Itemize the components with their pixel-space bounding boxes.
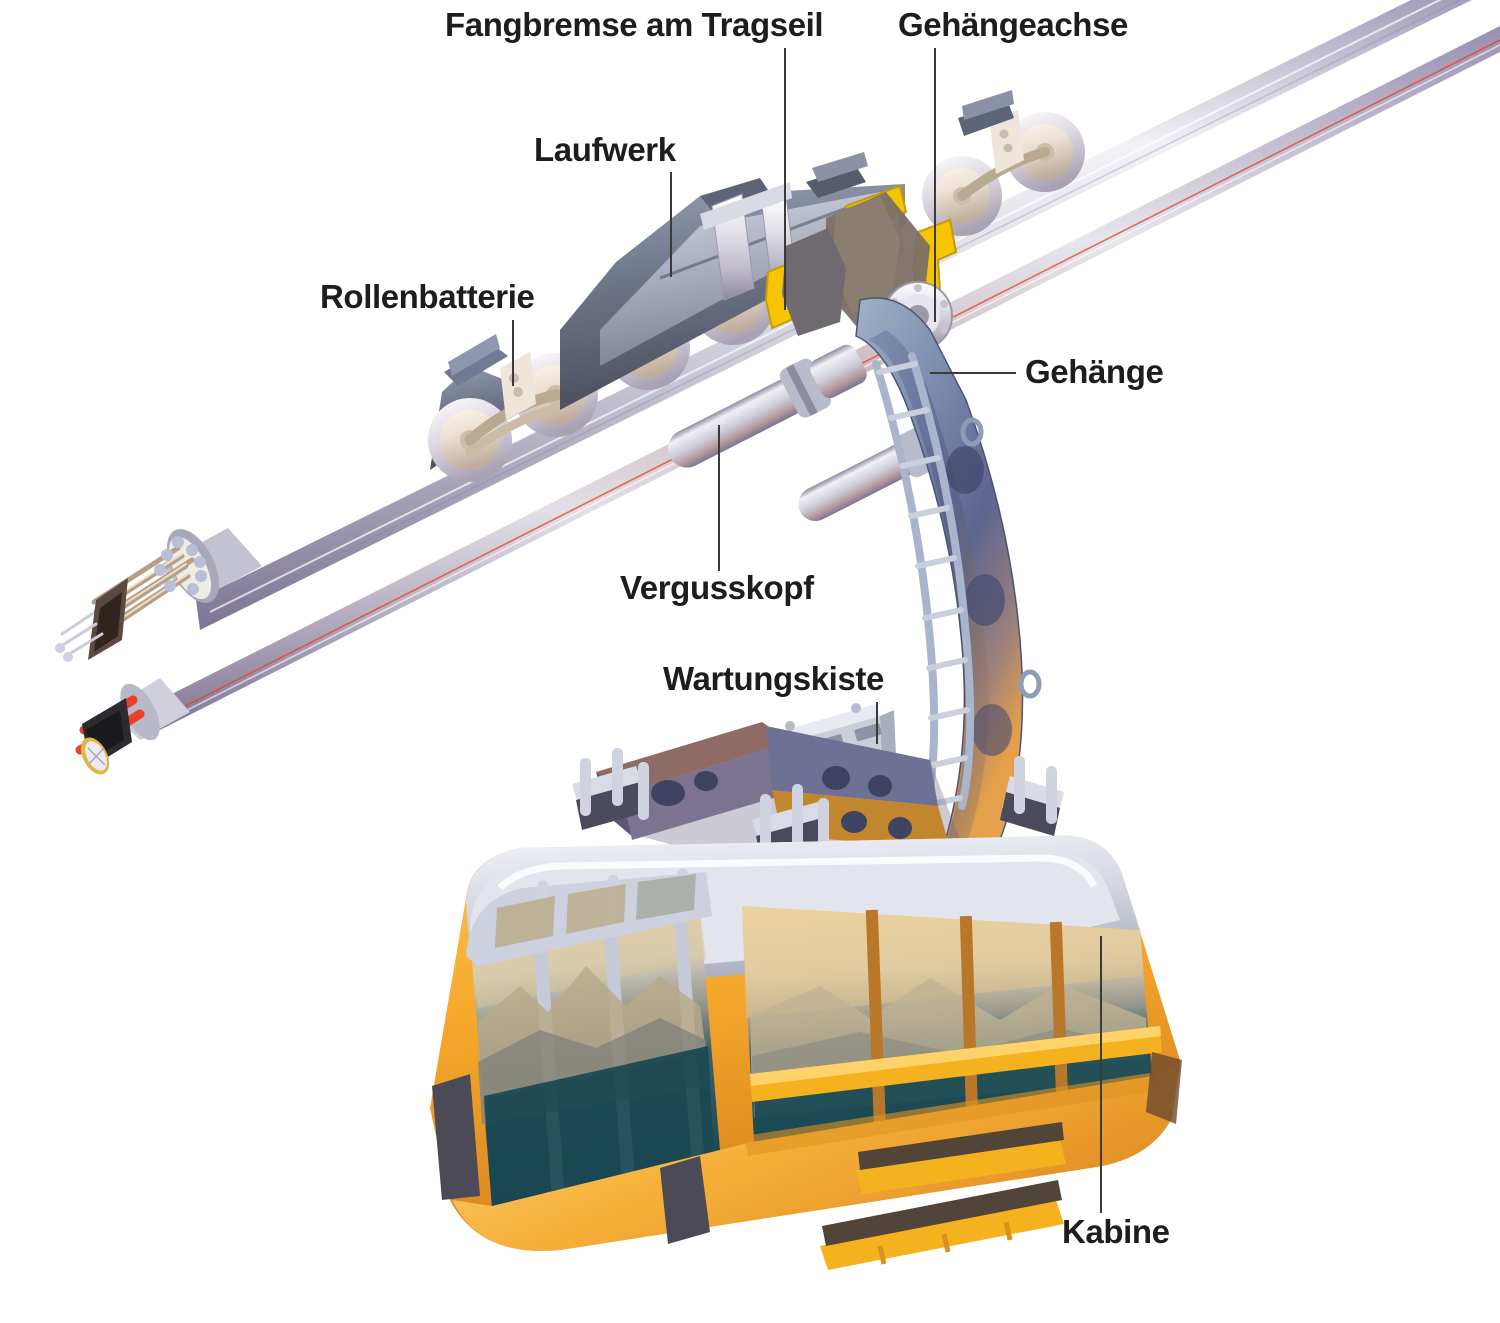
leader-line-wartungskiste	[876, 702, 878, 744]
cabin-front-windows	[466, 868, 720, 1208]
roller-group-left	[428, 352, 598, 482]
label-text-laufwerk: Laufwerk	[534, 131, 676, 168]
label-text-vergusskopf: Vergusskopf	[620, 569, 814, 606]
leader-line-laufwerk	[670, 172, 672, 277]
label-text-gehaenge: Gehänge	[1025, 353, 1164, 390]
label-text-gehaengeachse: Gehängeachse	[898, 6, 1128, 43]
gehaenge-arm	[855, 297, 1042, 860]
zugseil-cutaway-end	[75, 678, 190, 775]
running-board	[820, 1122, 1066, 1270]
label-text-fangbremse: Fangbremse am Tragseil	[445, 6, 824, 43]
leader-line-fangbremse	[784, 48, 786, 310]
label-text-rollenbatterie: Rollenbatterie	[320, 278, 535, 315]
leader-line-kabine	[1100, 936, 1102, 1213]
tragseil-cutaway-end	[55, 528, 262, 662]
label-text-wartungskiste: Wartungskiste	[663, 660, 884, 697]
leader-line-vergusskopf	[718, 425, 720, 571]
kabine	[430, 835, 1182, 1270]
wartungsleiter	[872, 352, 975, 814]
cabin-side-windows	[742, 906, 1162, 1142]
leader-line-gehaenge	[930, 372, 1016, 374]
roller-group-right	[922, 90, 1085, 236]
leader-line-gehaengeachse	[934, 48, 936, 322]
leader-line-rollenbatterie	[512, 320, 514, 386]
label-text-kabine: Kabine	[1062, 1213, 1170, 1250]
